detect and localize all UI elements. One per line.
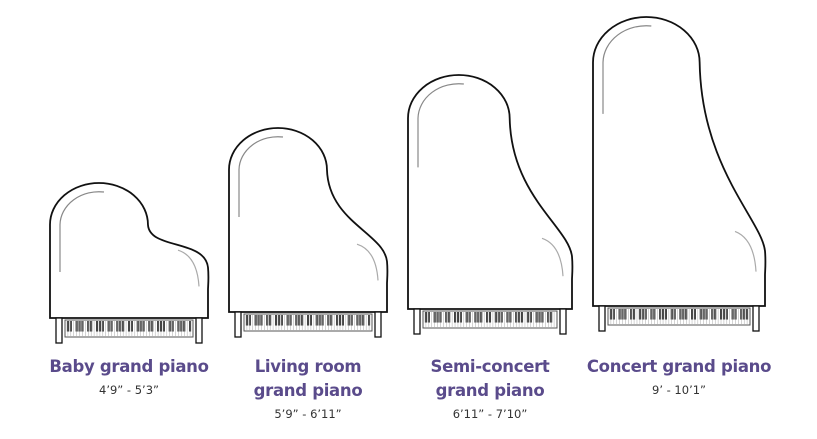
piano-leg-right: [752, 305, 760, 332]
piano-body: [592, 16, 767, 307]
piano-leg-left: [413, 308, 421, 335]
piano-leg-left: [598, 305, 606, 332]
curve-highlight: [356, 243, 379, 281]
piano-name-line-2: grand piano: [435, 381, 545, 400]
lid-highlight: [59, 191, 105, 273]
lid-highlight: [238, 136, 284, 218]
lid-highlight: [417, 83, 464, 168]
curve-highlight: [177, 249, 200, 287]
piano-name-line-2: grand piano: [253, 381, 363, 400]
piano-name: Concert grand piano: [586, 357, 772, 376]
curve-highlight: [734, 230, 757, 272]
piano-label-living-room: Living room grand piano 5’9” - 6’11”: [198, 355, 418, 423]
piano-size: 6’11” - 7’10”: [452, 407, 528, 421]
piano-body: [228, 127, 389, 313]
piano-name: Baby grand piano: [49, 357, 209, 376]
piano-name-line-1: Living room: [254, 357, 362, 376]
piano-size: 4’9” - 5’3”: [99, 383, 159, 397]
piano-leg-right: [374, 311, 382, 338]
piano-leg-right: [559, 308, 567, 335]
lid-highlight: [602, 25, 652, 114]
piano-label-baby: Baby grand piano 4’9” - 5’3”: [19, 355, 239, 399]
piano-label-concert: Concert grand piano 9’ - 10’1”: [569, 355, 789, 399]
piano-label-semi-concert: Semi-concert grand piano 6’11” - 7’10”: [380, 355, 600, 423]
piano-leg-right: [195, 317, 203, 344]
piano-leg-left: [234, 311, 242, 338]
piano-body: [49, 182, 210, 319]
curve-highlight: [541, 237, 564, 277]
piano-size: 5’9” - 6’11”: [274, 407, 342, 421]
piano-body: [407, 74, 574, 310]
piano-leg-left: [55, 317, 63, 344]
keyboard: [607, 307, 751, 326]
piano-size: 9’ - 10’1”: [652, 383, 706, 397]
piano-name-line-1: Semi-concert: [430, 357, 550, 376]
